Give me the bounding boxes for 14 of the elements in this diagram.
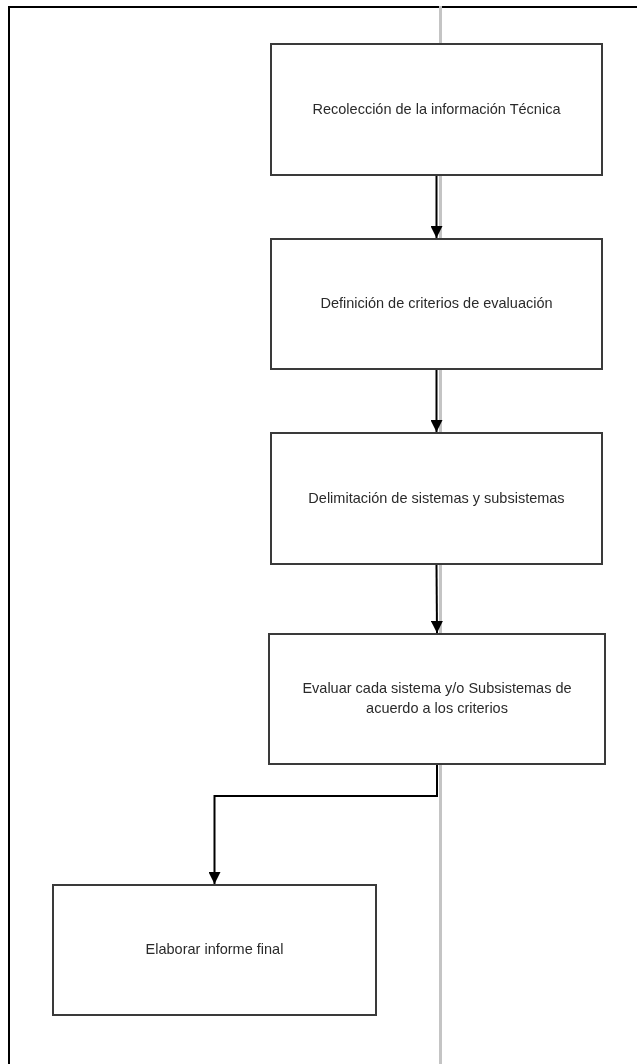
process-label: Recolección de la información Técnica [312,99,561,119]
process-label: Delimitación de sistemas y subsistemas [308,488,565,508]
process-box [268,633,606,765]
arrow [208,764,438,885]
process-box [270,432,603,565]
arrow [430,369,443,433]
arrow [430,175,443,239]
process-box [270,238,603,370]
process-label: Evaluar cada sistema y/o Subsistemas de acuerdo a los criterios [301,679,573,718]
process-label: Elaborar informe final [145,940,284,960]
arrow [430,564,443,634]
process-box [270,43,603,176]
process-box [52,884,377,1016]
process-label: Definición de criterios de evaluación [320,294,553,314]
